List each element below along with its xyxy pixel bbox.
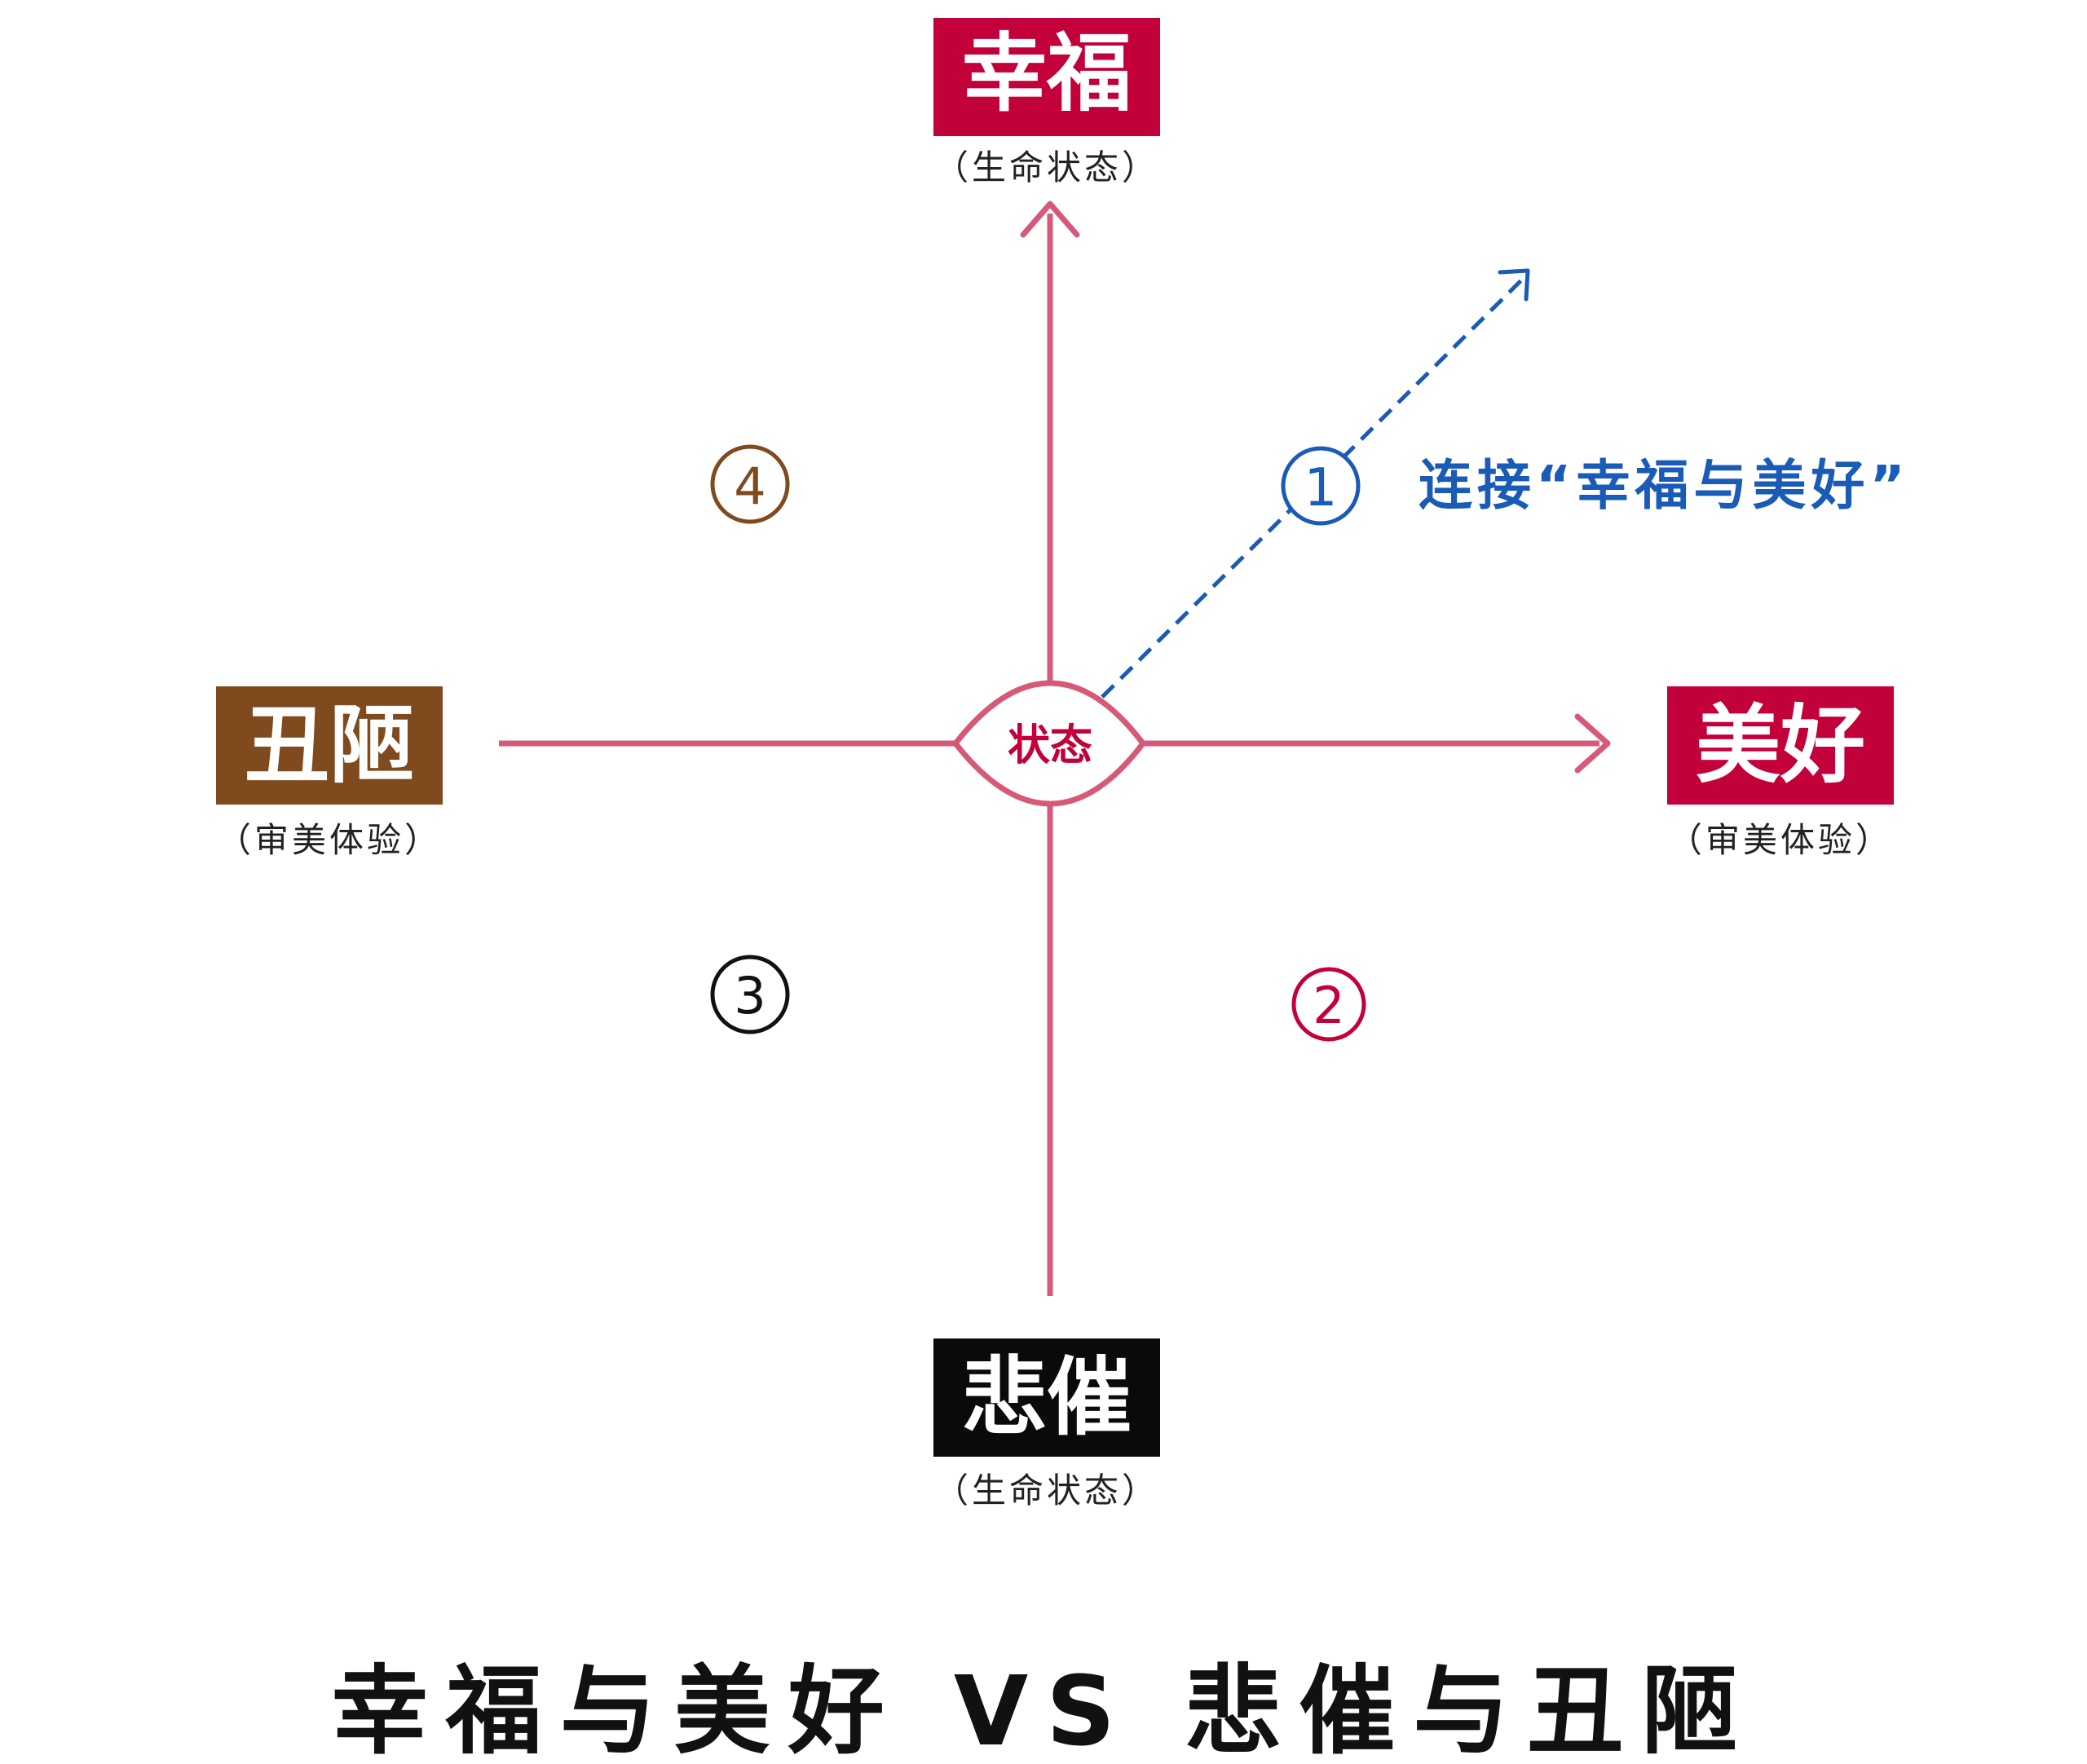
center-label: 状态 xyxy=(1008,721,1092,770)
happiness-sub: （生命状态） xyxy=(934,148,1159,187)
center-eye-shape xyxy=(951,680,1147,807)
beauty-label: 美好 xyxy=(1696,695,1865,795)
quadrant-1-number: 1 xyxy=(1304,458,1338,518)
tragedy-box xyxy=(933,1338,1160,1457)
happiness-label: 幸福 xyxy=(962,24,1132,123)
beauty-box xyxy=(1667,686,1894,805)
diagram-title: 幸福与美好 VS 悲催与丑陋 xyxy=(332,1655,1755,1764)
tragedy-sub: （生命状态） xyxy=(934,1471,1159,1510)
quadrant-2-marker: 2 xyxy=(1291,967,1366,1042)
link-arrow-head xyxy=(1498,268,1530,302)
ugliness-box xyxy=(216,686,443,805)
beauty-sub: （审美体验） xyxy=(1668,820,1893,860)
happiness-box xyxy=(933,18,1160,136)
quadrant-3-number: 3 xyxy=(734,966,766,1025)
quadrant-3-marker: 3 xyxy=(710,955,790,1034)
quadrant-1-marker: 1 xyxy=(1281,446,1361,526)
quadrant-2-number: 2 xyxy=(1313,976,1344,1035)
arrow-up-head xyxy=(1020,201,1080,238)
ugliness-label: 丑陋 xyxy=(245,695,414,795)
tragedy-label: 悲催 xyxy=(962,1347,1132,1447)
arrow-right-head xyxy=(1574,713,1611,774)
quadrant-4-marker: 4 xyxy=(710,444,790,524)
link-label: 连接“幸福与美好” xyxy=(1419,454,1910,517)
ugliness-sub: （审美体验） xyxy=(217,820,442,860)
quadrant-4-number: 4 xyxy=(734,456,766,516)
